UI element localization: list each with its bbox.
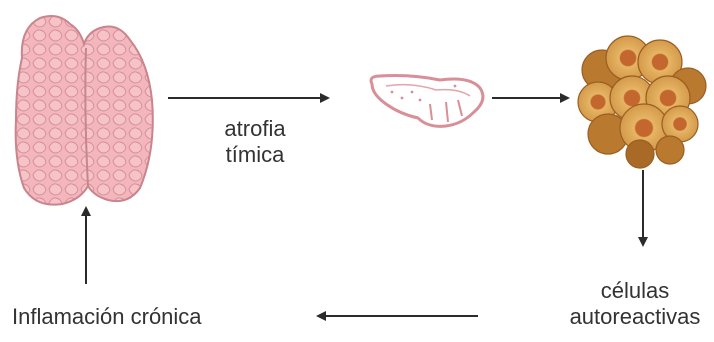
label-chronic-inflammation: Inflamación crónica <box>12 304 202 330</box>
label-autoreactive-cells-line1: células <box>560 278 710 304</box>
label-autoreactive-cells-line2: autoreactivas <box>560 304 710 330</box>
label-thymic-atrophy: atrofia tímica <box>205 116 305 168</box>
atrophied-thymus-icon <box>371 76 483 127</box>
label-thymic-atrophy-line1: atrofia <box>205 116 305 142</box>
label-thymic-atrophy-line2: tímica <box>205 142 305 168</box>
label-autoreactive-cells: células autoreactivas <box>560 278 710 330</box>
autoreactive-cells-icon <box>578 36 706 168</box>
thymus-icon <box>16 16 153 205</box>
